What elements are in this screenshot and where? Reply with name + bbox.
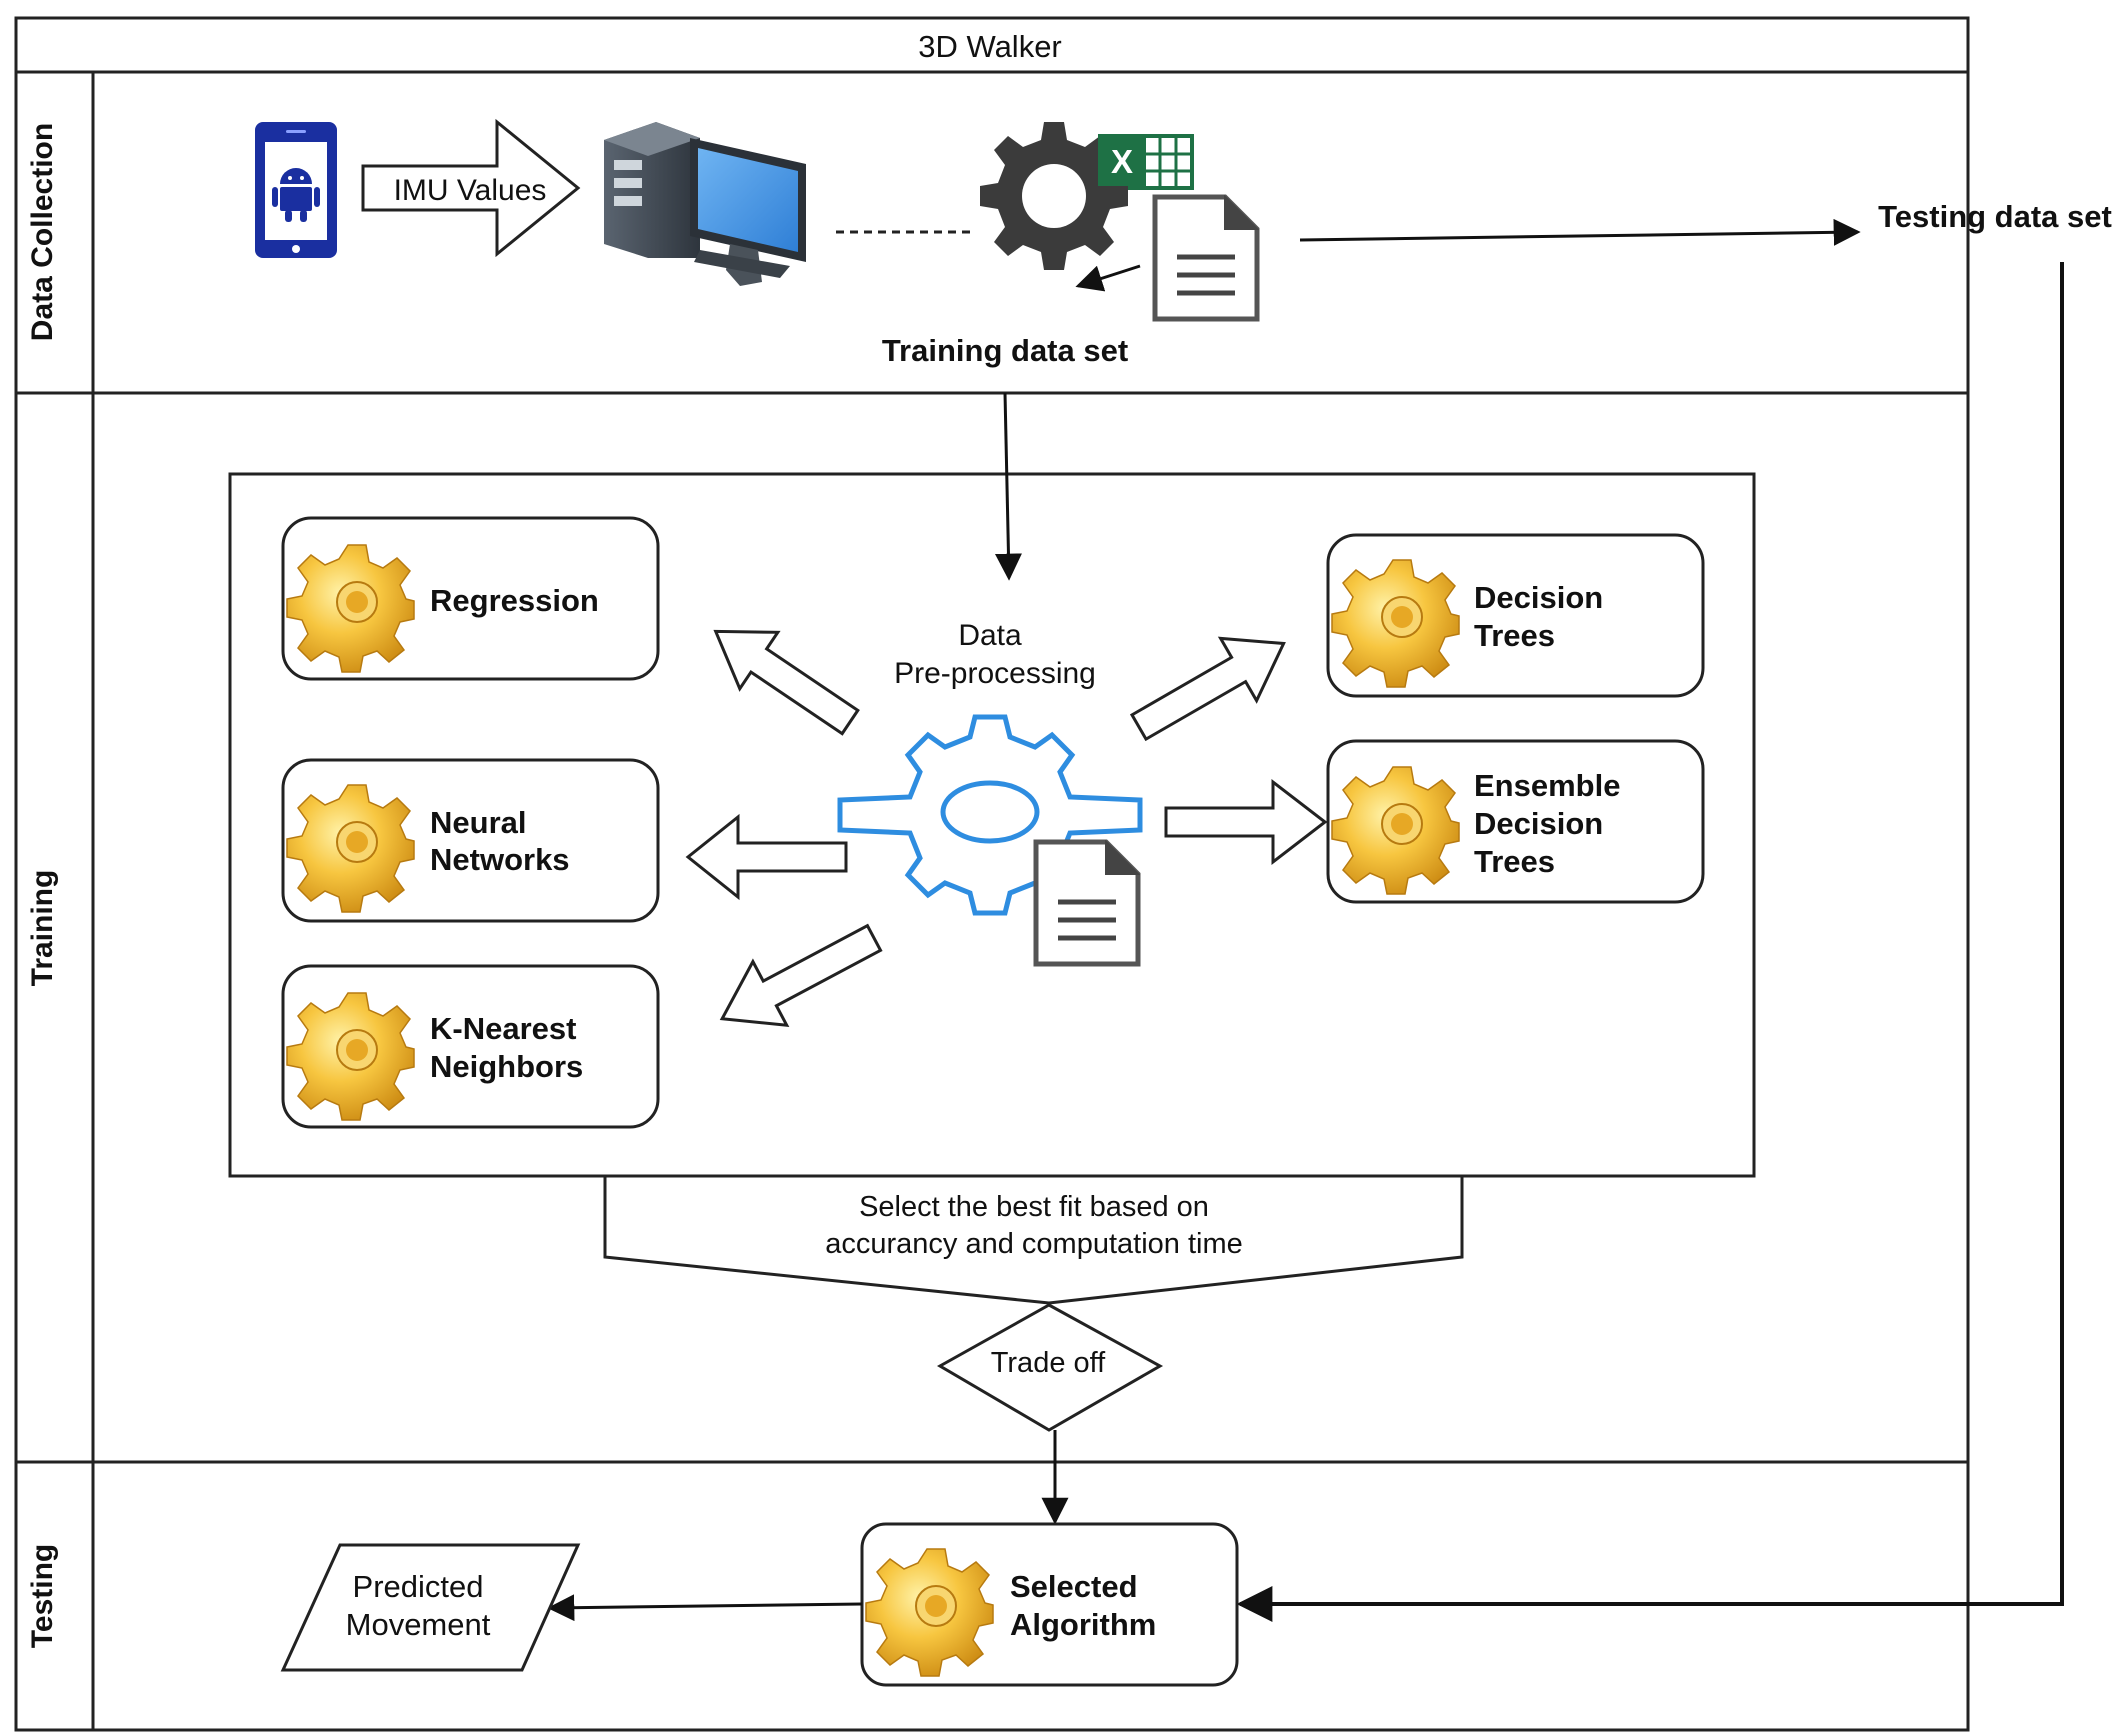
document-icon	[1155, 197, 1257, 319]
pool-frame	[14, 16, 1970, 1732]
selected-to-predicted-arrow	[547, 1594, 863, 1622]
decision-trees-label-line1: Decision	[1474, 580, 1603, 615]
decision-trees-gear-icon	[1331, 559, 1460, 688]
algorithm-decision-trees: Decision Trees	[1326, 533, 1705, 698]
neural-networks-label-line2: Networks	[430, 842, 570, 877]
spreadsheet-icon: X	[1098, 134, 1194, 190]
knn-label-line1: K-Nearest	[430, 1011, 576, 1046]
document-to-gear-arrow	[1075, 264, 1141, 292]
trade-off-diamond	[936, 1303, 1164, 1432]
select-text-line1: Select the best fit based on	[859, 1191, 1209, 1223]
selected-algorithm-label-line1: Selected	[1010, 1569, 1138, 1604]
preprocess-gear-icon	[837, 714, 1143, 916]
knn-label-line2: Neighbors	[430, 1049, 583, 1084]
testing-data-set-label: Testing data set	[1878, 199, 2112, 234]
predicted-movement-parallelogram: Predicted Movement	[280, 1543, 581, 1672]
arrow-to-ensemble-decision-trees	[1164, 778, 1328, 866]
ensemble-decision-trees-gear-icon	[1331, 766, 1460, 895]
preprocess-document-icon	[1036, 842, 1138, 964]
lane-label-data-collection: Data Collection	[26, 123, 59, 341]
select-text-line2: accurancy and computation time	[825, 1228, 1243, 1260]
lane-label-testing: Testing	[26, 1544, 59, 1648]
algorithm-knn: K-Nearest Neighbors	[281, 964, 660, 1129]
trade-off-label: Trade off	[991, 1347, 1106, 1379]
neural-networks-gear-icon	[286, 784, 415, 913]
predicted-label-line1: Predicted	[353, 1569, 484, 1604]
pool-title: 3D Walker	[918, 29, 1062, 64]
ensemble-label-line2: Decision	[1474, 806, 1603, 841]
selected-algorithm-box: Selected Algorithm	[860, 1522, 1239, 1687]
spreadsheet-letter: X	[1111, 143, 1133, 180]
regression-label: Regression	[430, 583, 599, 618]
to-testing-data-set-arrow	[1299, 218, 1861, 246]
algorithm-regression: Regression	[281, 516, 660, 681]
processing-gear-icon	[980, 122, 1128, 270]
ensemble-label-line3: Trees	[1474, 844, 1555, 879]
lane-label-training: Training	[26, 870, 59, 987]
algorithm-neural-networks: Neural Networks	[281, 758, 660, 923]
ensemble-label-line1: Ensemble	[1474, 768, 1620, 803]
algorithms-container	[228, 472, 1756, 1178]
android-phone-icon	[255, 122, 337, 258]
training-data-set-label: Training data set	[882, 333, 1128, 368]
arrow-to-regression	[713, 629, 860, 736]
preprocess-label-line1: Data	[958, 619, 1022, 652]
selection-merge-shape	[603, 1176, 1464, 1305]
neural-networks-label-line1: Neural	[430, 805, 526, 840]
decision-trees-label-line2: Trees	[1474, 618, 1555, 653]
algorithm-ensemble-decision-trees: Ensemble Decision Trees	[1326, 739, 1705, 904]
selected-algorithm-label-line2: Algorithm	[1010, 1607, 1156, 1642]
desktop-computer-icon	[604, 122, 806, 286]
arrow-to-neural-networks	[685, 813, 848, 901]
arrow-to-knn	[719, 923, 883, 1027]
knn-gear-icon	[286, 992, 415, 1121]
imu-values-arrow	[361, 118, 581, 258]
imu-values-label: IMU Values	[394, 174, 547, 207]
training-set-to-preprocess-arrow	[994, 392, 1022, 581]
regression-gear-icon	[286, 544, 415, 673]
preprocess-label-line2: Pre-processing	[894, 657, 1096, 690]
arrow-to-decision-trees	[1129, 636, 1286, 742]
testing-data-path	[1236, 262, 2064, 1622]
selected-algorithm-gear-icon	[865, 1548, 994, 1677]
predicted-label-line2: Movement	[346, 1607, 491, 1642]
